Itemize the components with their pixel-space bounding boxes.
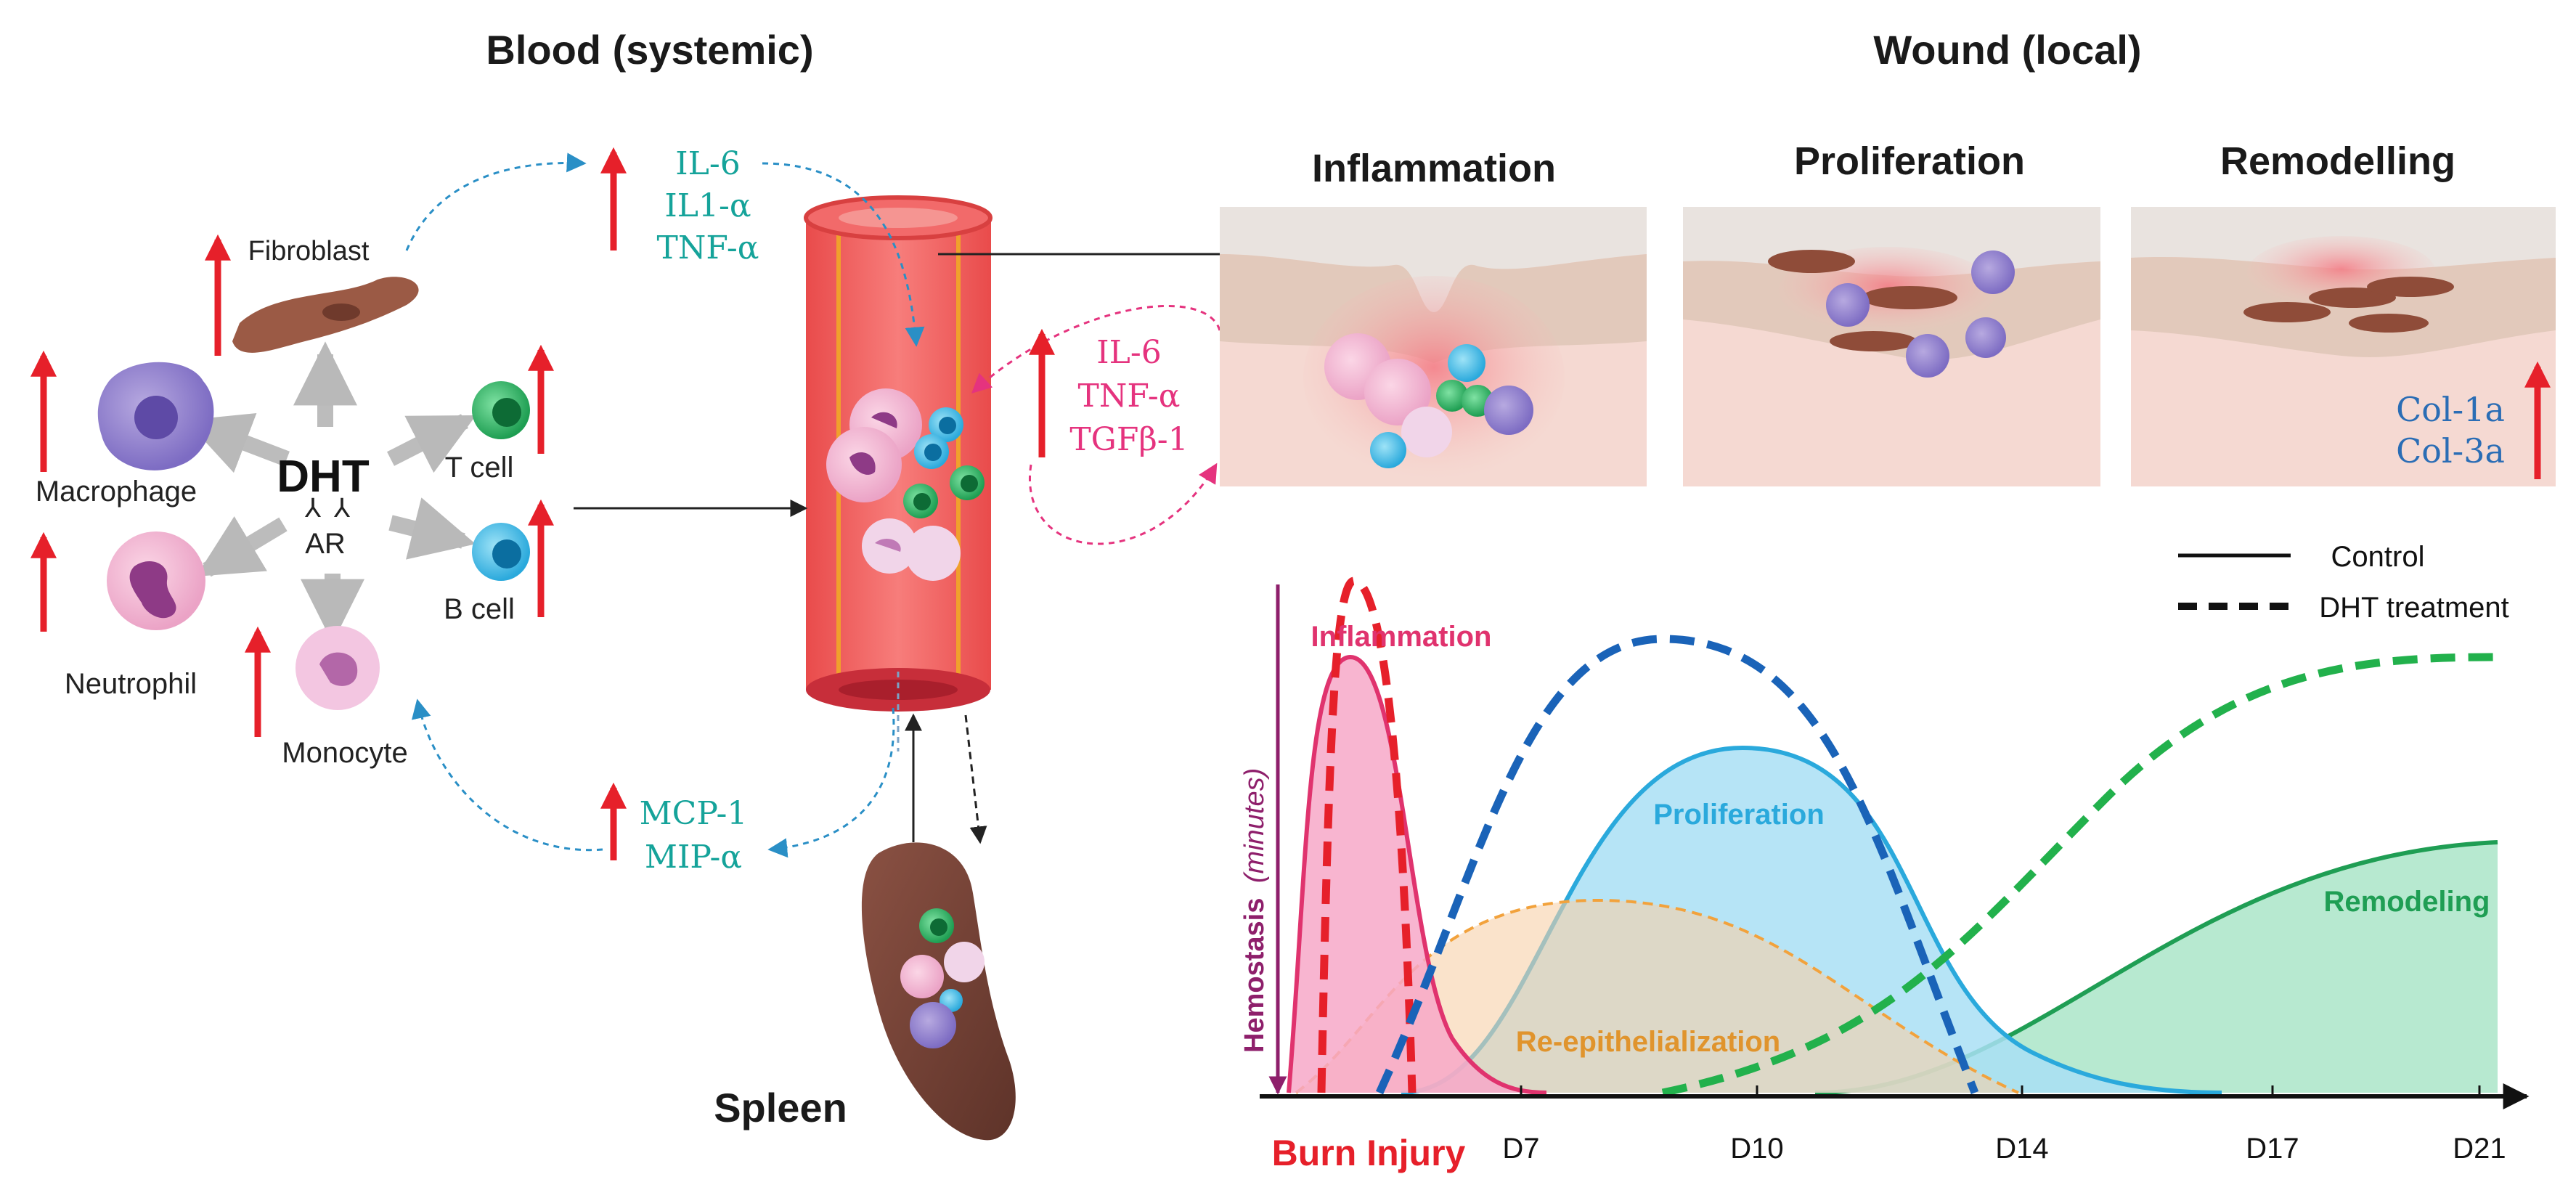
- series-inflammation-area: [1289, 657, 1546, 1093]
- spleen-label: Spleen: [714, 1085, 847, 1130]
- spleen-organ: Spleen: [714, 842, 1016, 1141]
- cytokine-label: MCP-1: [640, 795, 748, 832]
- fibroblast-cell: Fibroblast: [232, 236, 419, 353]
- b-cell: B cell: [444, 523, 530, 625]
- tick-label: D14: [1995, 1133, 2048, 1165]
- chart-legend: Control DHT treatment: [2178, 541, 2509, 624]
- wound-panel-proliferation: Proliferation: [1683, 139, 2100, 486]
- dht-label: DHT: [277, 452, 370, 502]
- systemic-cytokines: IL-6 IL1-α TNF-α: [600, 145, 759, 266]
- collagen-label: Col-1a: [2396, 390, 2505, 429]
- phase-title: Inflammation: [1312, 147, 1556, 190]
- phase-title: Proliferation: [1794, 139, 2025, 183]
- phase-title: Remodelling: [2220, 139, 2455, 183]
- tick-label: D7: [1502, 1133, 1539, 1165]
- collagen-label: Col-3a: [2396, 431, 2505, 470]
- neutrophil-cell: Neutrophil: [65, 531, 205, 700]
- series-inflammation-line: [1287, 654, 1547, 1095]
- cytokine-label: TNF-α: [1078, 378, 1181, 415]
- dht-hub: DHT ⅄ ⅄ AR: [185, 341, 476, 643]
- series-label-inflammation: Inflammation: [1311, 621, 1492, 653]
- series-label-remodeling: Remodeling: [2324, 886, 2490, 918]
- cytokine-label: TGFβ-1: [1069, 421, 1188, 458]
- legend-dht-label: DHT treatment: [2319, 592, 2509, 624]
- macrophage-label: Macrophage: [36, 476, 197, 508]
- cytokine-label: IL-6: [675, 145, 740, 182]
- receptor-symbol-icon: ⅄: [304, 493, 322, 523]
- cytokine-label: IL-6: [1096, 334, 1161, 371]
- dht-remodeling-line: [1661, 653, 2498, 1097]
- cytokine-label: MIP-α: [645, 839, 742, 876]
- series-remodeling-area: [1815, 842, 2498, 1093]
- wound-section-title: Wound (local): [1873, 27, 2141, 73]
- monocyte-label: Monocyte: [282, 737, 407, 769]
- wound-panel-inflammation: Inflammation: [1220, 147, 1647, 486]
- dht-inflammation-line: [1317, 576, 1417, 1093]
- t-cell: T cell: [445, 381, 530, 484]
- cytokine-label: IL1-α: [664, 187, 751, 224]
- chemokines: MCP-1 MIP-α: [600, 782, 748, 876]
- series-label-proliferation: Proliferation: [1653, 799, 1825, 831]
- blood-vessel: [804, 195, 993, 712]
- cytokine-label: TNF-α: [657, 229, 759, 266]
- tick-label: D10: [1730, 1133, 1783, 1165]
- tick-label: D17: [2246, 1133, 2299, 1165]
- macrophage-cell: Macrophage: [36, 362, 214, 508]
- wound-panel-remodelling: Remodelling Col-1a Col-3a: [2131, 139, 2556, 486]
- series-reepithelialization-area: [1296, 900, 2018, 1093]
- monocyte-cell: Monocyte: [282, 626, 408, 769]
- ar-label: AR: [305, 528, 346, 560]
- series-label-reepithelialization: Re-epithelialization: [1516, 1026, 1781, 1058]
- receptor-symbol-icon: ⅄: [333, 493, 351, 523]
- blood-section-title: Blood (systemic): [486, 27, 813, 73]
- tick-label: D21: [2453, 1133, 2506, 1165]
- fibroblast-label: Fibroblast: [248, 236, 370, 266]
- hemostasis-label: Hemostasis (minutes): [1239, 768, 1270, 1053]
- legend-control-label: Control: [2331, 541, 2425, 573]
- neutrophil-label: Neutrophil: [65, 668, 197, 700]
- local-cytokines: IL-6 TNF-α TGFβ-1: [1029, 328, 1189, 458]
- burn-injury-label: Burn Injury: [1272, 1133, 1466, 1173]
- b-cell-label: B cell: [444, 593, 515, 625]
- increase-arrows-cells: [30, 234, 554, 737]
- t-cell-label: T cell: [445, 452, 514, 484]
- wound-healing-chart: D7 D10 D14 D17 D21 Burn Injury Inflammat…: [1239, 576, 2530, 1173]
- x-ticks: D7 D10 D14 D17 D21: [1502, 1085, 2506, 1165]
